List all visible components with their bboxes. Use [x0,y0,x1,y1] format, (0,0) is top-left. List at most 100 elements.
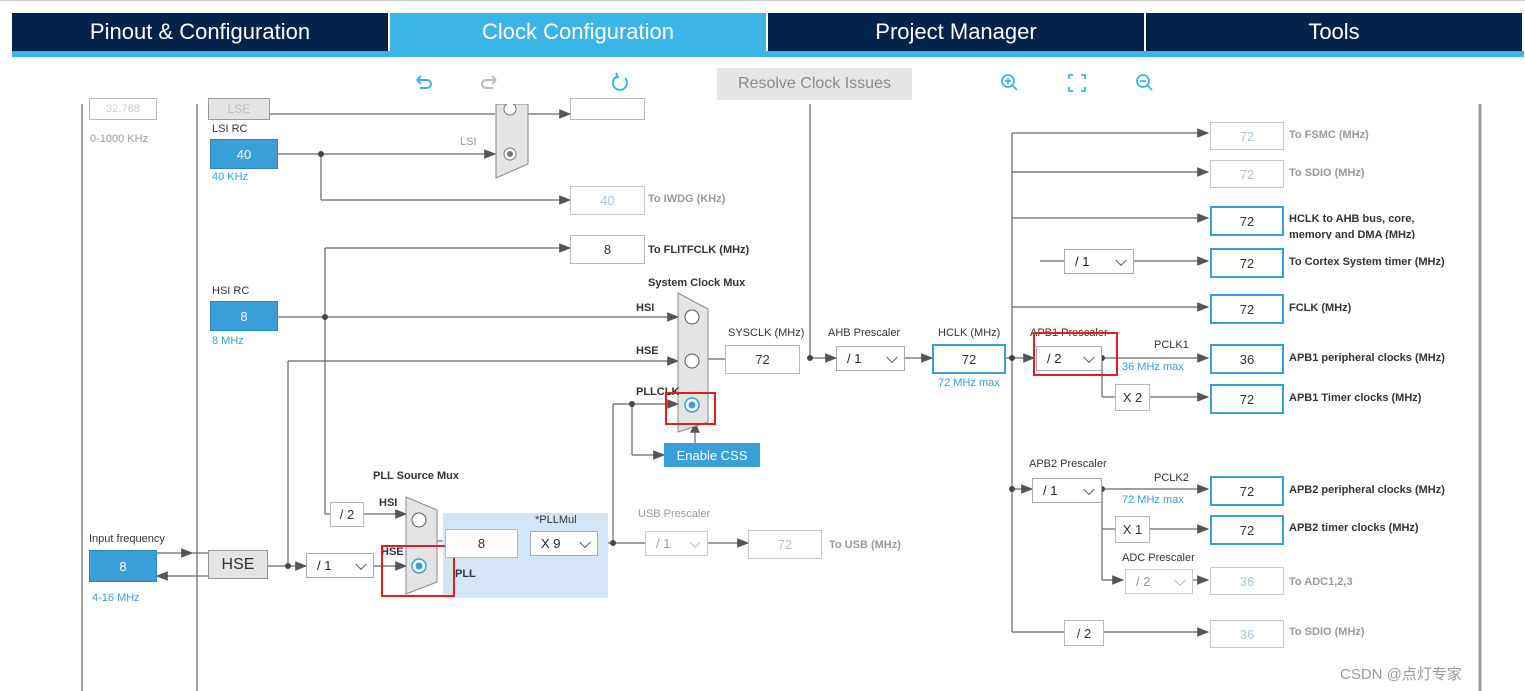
cortex-timer-value[interactable]: 72 [1210,248,1284,278]
pclk1-label: PCLK1 [1154,339,1189,351]
hsi-unit: 8 MHz [212,335,244,347]
window-top-strip [0,0,1525,13]
flitfclk-label: To FLITFCLK (MHz) [648,244,750,256]
hse-box: HSE [208,550,268,579]
pll-input-value: 8 [445,529,518,558]
undo-icon[interactable] [412,72,434,94]
adc-output-label: To ADC1,2,3 [1289,576,1353,588]
tab-clock-configuration[interactable]: Clock Configuration [390,13,768,51]
refresh-icon[interactable] [609,72,631,94]
usb-prescaler-label: USB Prescaler [638,508,711,520]
apb1-timer-label: APB1 Timer clocks (MHz) [1289,392,1422,404]
input-frequency-value[interactable]: 8 [89,550,157,582]
tab-tools[interactable]: Tools [1146,13,1524,51]
rtc-output [570,98,645,120]
hsi-div2: / 2 [330,502,364,527]
tab-pinout[interactable]: Pinout & Configuration [12,13,390,51]
resolve-clock-issues-button[interactable]: Resolve Clock Issues [717,68,912,100]
hse-prediv-select[interactable]: / 1 [306,553,374,578]
chevron-down-icon [1115,254,1127,266]
cortex-timer-select[interactable]: / 1 [1064,249,1134,274]
adc-prescaler-select[interactable]: / 2 [1125,569,1193,594]
pllsrc-hsi-label: HSI [379,497,398,509]
apb2-timer-mul: X 1 [1115,516,1150,543]
input-frequency-range: 4-16 MHz [92,592,140,604]
adc-output-value: 36 [1210,567,1284,595]
chevron-down-icon [1174,574,1186,586]
fsmc-value: 72 [1210,122,1284,150]
pllmul-select[interactable]: X 9 [530,531,598,556]
apb1-peripheral-value[interactable]: 36 [1210,344,1284,374]
lsi-mux-label: LSI [460,136,477,148]
fclk-label: FCLK (MHz) [1289,302,1352,314]
chevron-down-icon [689,536,701,548]
pclk2-label: PCLK2 [1154,472,1189,484]
pll-label: PLL [455,568,476,580]
apb1-max: 36 MHz max [1122,361,1184,373]
sysclk-label: SYSCLK (MHz) [728,327,805,339]
iwdg-label: To IWDG (KHz) [648,193,726,205]
iwdg-value: 40 [570,186,645,215]
chevron-down-icon [1083,483,1095,495]
flitfclk-value: 8 [570,235,645,264]
highlight-apb1-prescaler [1033,332,1118,376]
chevron-down-icon [579,536,591,548]
usb-prescaler-value: / 1 [656,536,671,551]
hsi-value: 8 [210,301,278,331]
input-frequency-label: Input frequency [89,533,165,545]
enable-css-button[interactable]: Enable CSS [664,443,760,467]
apb2-prescaler-label: APB2 Prescaler [1029,458,1107,470]
sdio-div: / 2 [1064,620,1104,646]
hclk-label: HCLK (MHz) [938,327,1001,339]
lse-box: LSE [208,98,270,120]
apb1-timer-value[interactable]: 72 [1210,384,1284,414]
sysmux-hsi-label: HSI [636,302,655,314]
pllmul-label: *PLLMul [535,514,577,526]
fsmc-label: To FSMC (MHz) [1289,129,1369,141]
apb2-timer-value[interactable]: 72 [1210,515,1284,545]
apb1-timer-mul: X 2 [1115,384,1150,411]
ahb-bus-label: HCLK to AHB bus, core, memory and DMA (M… [1289,213,1416,239]
redo-icon[interactable] [479,72,501,94]
zoom-out-icon[interactable] [1134,72,1156,94]
hclk-value[interactable]: 72 [932,344,1006,374]
adc-prescaler-label: ADC Prescaler [1122,552,1195,564]
ahb-bus-value[interactable]: 72 [1210,206,1284,236]
ahb-prescaler-label: AHB Prescaler [828,327,901,339]
zoom-in-icon[interactable] [999,72,1021,94]
highlight-pllclk [665,392,716,425]
hclk-max: 72 MHz max [938,377,1000,389]
main-tabs: Pinout & Configuration Clock Configurati… [12,13,1524,51]
tab-underline [12,51,1524,57]
sysmux-pllclk-label: PLLCLK [636,386,680,398]
chevron-down-icon [355,558,367,570]
usb-output-label: To USB (MHz) [829,539,901,551]
ahb-prescaler-select[interactable]: / 1 [836,346,905,371]
cortex-timer-label: To Cortex System timer (MHz) [1289,256,1445,268]
clock-tree-canvas: 32.768 0-1000 KHz LSE LSI RC 40 40 KHz L… [0,98,1525,691]
ahb-prescaler-value: / 1 [847,351,862,366]
watermark: CSDN @点灯专家 [1340,666,1462,683]
apb2-max: 72 MHz max [1122,494,1184,506]
usb-prescaler-select[interactable]: / 1 [645,531,708,556]
sdio-label-1: To SDIO (MHz) [1289,167,1365,179]
pllsrc-hse-label: HSE [381,546,404,558]
lse-range: 0-1000 KHz [90,133,149,145]
tab-project-manager[interactable]: Project Manager [768,13,1146,51]
lse-value[interactable]: 32.768 [89,98,157,120]
sdio-label-2: To SDIO (MHz) [1289,626,1365,638]
apb2-peripheral-value[interactable]: 72 [1210,476,1284,506]
chevron-down-icon [886,351,898,363]
apb2-prescaler-select[interactable]: / 1 [1032,478,1102,503]
hsi-label: HSI RC [212,285,250,297]
apb1-prescaler-select[interactable]: / 2 [1036,346,1102,371]
sysclk-value: 72 [725,345,800,374]
usb-output-value: 72 [748,530,822,559]
apb2-peripheral-label: APB2 peripheral clocks (MHz) [1289,484,1445,496]
cortex-timer-div-value: / 1 [1075,254,1090,269]
lsi-value: 40 [210,139,278,169]
fit-screen-icon[interactable] [1066,72,1088,94]
pll-source-mux-title: PLL Source Mux [373,470,459,482]
fclk-value[interactable]: 72 [1210,294,1284,324]
system-clock-mux-title: System Clock Mux [648,277,746,289]
